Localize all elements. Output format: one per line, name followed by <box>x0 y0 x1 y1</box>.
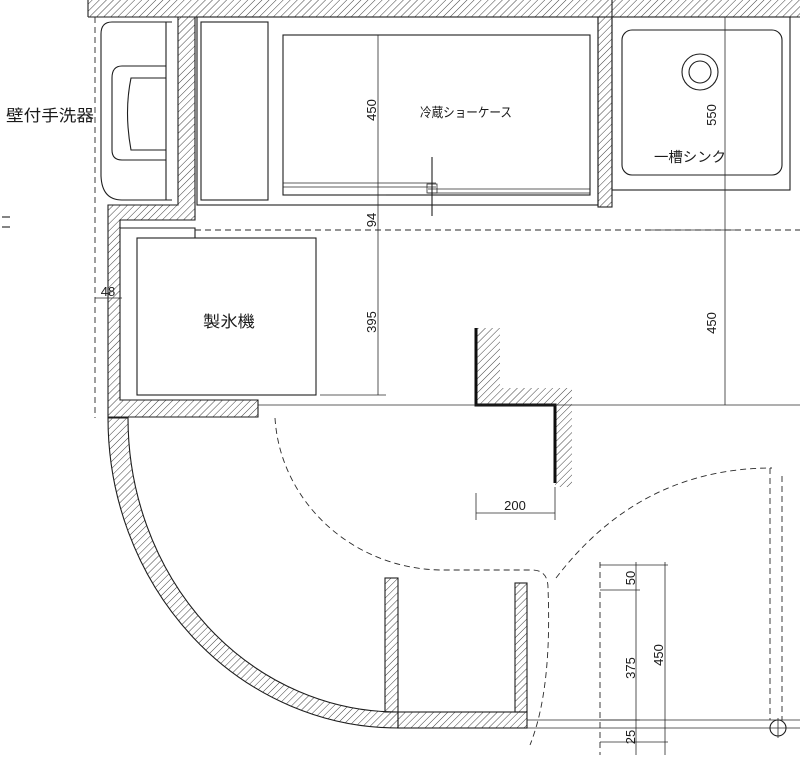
dim-bottom-top: 50 <box>623 571 638 585</box>
dim-partition-width: 200 <box>504 498 526 513</box>
dim-bottom-middle: 375 <box>623 657 638 679</box>
dim-aisle-width: 450 <box>704 312 719 334</box>
showcase-display <box>282 34 591 196</box>
showcase-body <box>196 16 599 206</box>
dimension-values: 450 94 395 550 450 48 200 50 375 25 450 <box>101 99 719 744</box>
dim-sink-depth: 550 <box>704 104 719 126</box>
dim-bottom-total: 450 <box>651 644 666 666</box>
showcase-right-wall <box>597 16 613 208</box>
showcase-label: 冷蔵ショーケース <box>420 106 512 121</box>
showcase-machine-compartment <box>200 21 269 201</box>
dim-showcase-gap: 94 <box>364 213 379 227</box>
top-wall <box>88 0 800 17</box>
sink-basin <box>621 29 783 176</box>
dim-bottom-end: 25 <box>623 730 638 744</box>
hand-washer-label: 壁付手洗器 <box>6 106 94 125</box>
reference-lines <box>2 216 800 738</box>
bottom-wall <box>397 711 528 729</box>
bottom-right-partition <box>514 582 528 713</box>
left-wall <box>107 16 259 418</box>
dim-showcase-depth: 450 <box>364 99 379 121</box>
sink-label: 一槽シンク <box>654 150 726 166</box>
hand-washer-body <box>100 21 172 201</box>
aisle-dashed-curve <box>274 417 550 746</box>
partition-hatch <box>476 328 572 487</box>
dimension-lines <box>95 17 735 755</box>
sink <box>611 16 791 191</box>
dim-wall-offset: 48 <box>101 284 115 299</box>
showcase <box>196 16 599 216</box>
ice-machine-clearance <box>120 227 196 238</box>
bottom-left-partition <box>384 577 399 713</box>
ice-machine <box>120 227 317 396</box>
ice-machine-label: 製氷機 <box>203 312 255 331</box>
hand-washer-bowl <box>126 77 166 151</box>
hand-washer-basin <box>111 65 166 161</box>
ice-machine-body <box>136 237 317 396</box>
drain-inner <box>688 60 712 84</box>
labels: 壁付手洗器 冷蔵ショーケース 製氷機 一槽シンク <box>6 106 726 331</box>
hand-washer <box>100 21 172 201</box>
sink-counter <box>611 16 791 191</box>
drain-outer <box>681 53 719 91</box>
door-swing-arc <box>555 467 773 579</box>
dim-ice-machine-depth: 395 <box>364 311 379 333</box>
